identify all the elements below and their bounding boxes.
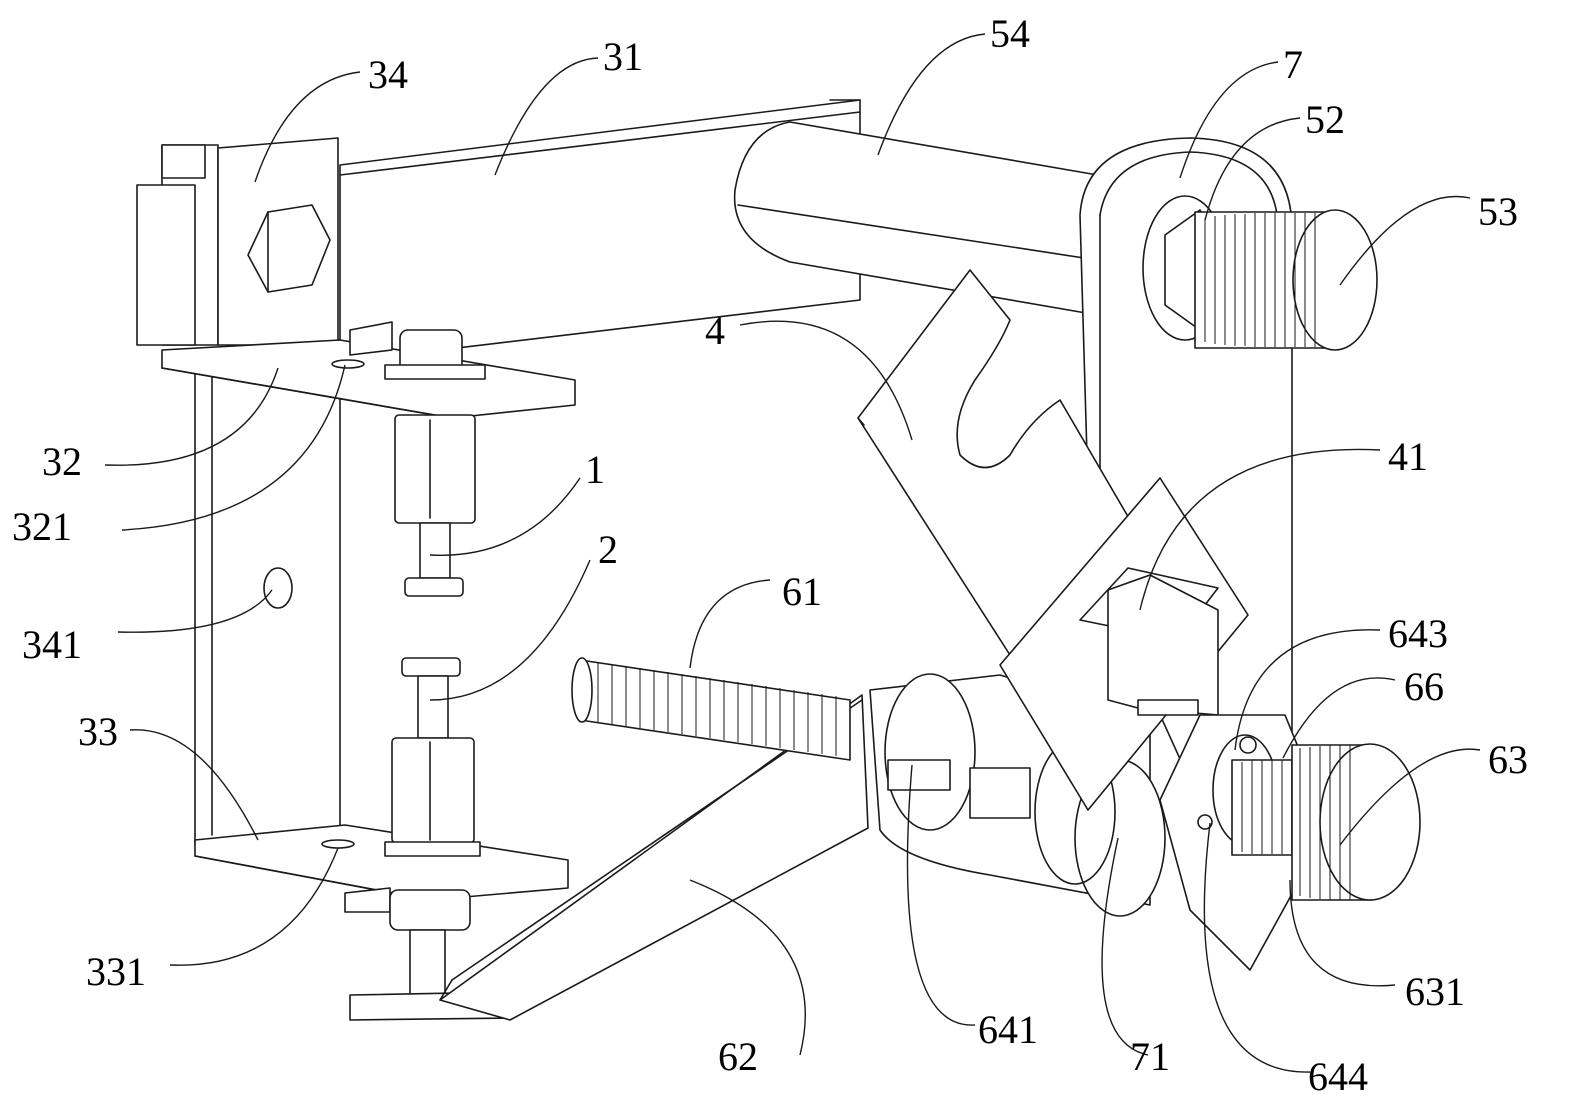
label-32: 32 <box>42 439 82 484</box>
label-54: 54 <box>990 11 1030 56</box>
label-52: 52 <box>1305 97 1345 142</box>
label-4: 4 <box>705 308 725 353</box>
label-631: 631 <box>1405 969 1465 1014</box>
label-66: 66 <box>1404 664 1444 709</box>
label-641: 641 <box>978 1007 1038 1052</box>
label-71: 71 <box>1130 1034 1170 1079</box>
label-33: 33 <box>78 709 118 754</box>
label-41: 41 <box>1388 434 1428 479</box>
label-341: 341 <box>22 622 82 667</box>
label-1: 1 <box>585 447 605 492</box>
label-31: 31 <box>603 34 643 79</box>
label-321: 321 <box>12 504 72 549</box>
label-34: 34 <box>368 52 408 97</box>
label-2: 2 <box>598 527 618 572</box>
threaded-rod-61 <box>572 658 850 760</box>
knob-63 <box>1160 715 1420 970</box>
label-7: 7 <box>1283 42 1303 87</box>
label-643: 643 <box>1388 611 1448 656</box>
label-53: 53 <box>1478 189 1518 234</box>
label-62: 62 <box>718 1034 758 1079</box>
label-331: 331 <box>86 949 146 994</box>
label-63: 63 <box>1488 737 1528 782</box>
label-644: 644 <box>1308 1054 1368 1099</box>
label-61: 61 <box>782 569 822 614</box>
knob-53 <box>1143 196 1377 350</box>
